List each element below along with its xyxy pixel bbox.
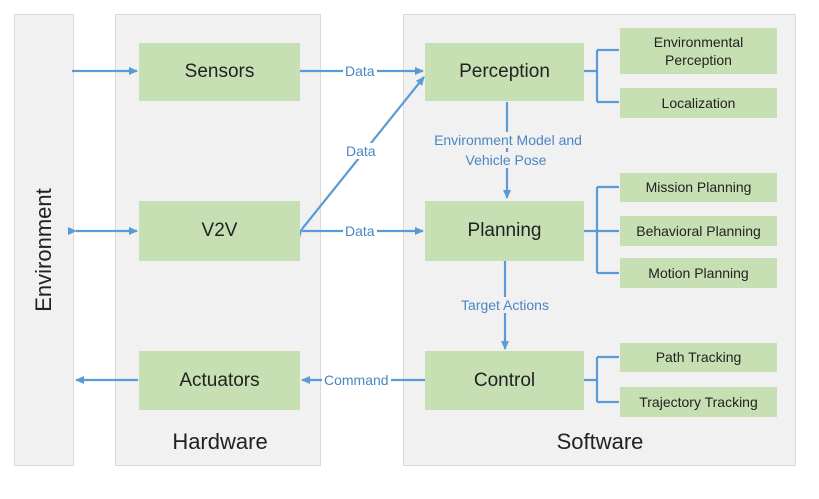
motion-planning-box: Motion Planning	[620, 258, 777, 288]
localization-box: Localization	[620, 88, 777, 118]
command-label: Command	[322, 371, 391, 391]
planning-box: Planning	[425, 201, 584, 261]
command-text: Command	[322, 372, 391, 388]
sensors-perception-data-label: Data	[343, 62, 377, 82]
path-tracking-box: Path Tracking	[620, 343, 777, 372]
environment-label: Environment	[14, 160, 74, 340]
mission-planning-box: Mission Planning	[620, 173, 777, 202]
software-label: Software	[556, 429, 644, 454]
v2v-perception-data-label: Data	[344, 142, 378, 162]
target-actions-text: Target Actions	[459, 297, 551, 313]
trajectory-tracking-box: Trajectory Tracking	[620, 387, 777, 417]
environment-label-text: Environment	[31, 188, 57, 312]
sensors-box: Sensors	[139, 43, 300, 101]
control-box: Control	[425, 351, 584, 410]
v2v-planning-data-text: Data	[343, 223, 377, 239]
hardware-label: Hardware	[172, 429, 268, 454]
environment-model-label: Environment Model and Vehicle Pose	[420, 131, 594, 170]
sensors-perception-data-text: Data	[343, 63, 377, 79]
perception-box: Perception	[425, 43, 584, 101]
v2v-box: V2V	[139, 201, 300, 261]
behavioral-planning-box: Behavioral Planning	[620, 216, 777, 246]
environment-panel	[14, 14, 74, 466]
target-actions-label: Target Actions	[440, 296, 570, 316]
environment-model-text: Environment Model and Vehicle Pose	[432, 132, 582, 168]
v2v-planning-data-label: Data	[343, 222, 377, 242]
actuators-box: Actuators	[139, 351, 300, 410]
v2v-perception-data-text: Data	[344, 143, 378, 159]
environmental-perception-box: Environmental Perception	[620, 28, 777, 74]
